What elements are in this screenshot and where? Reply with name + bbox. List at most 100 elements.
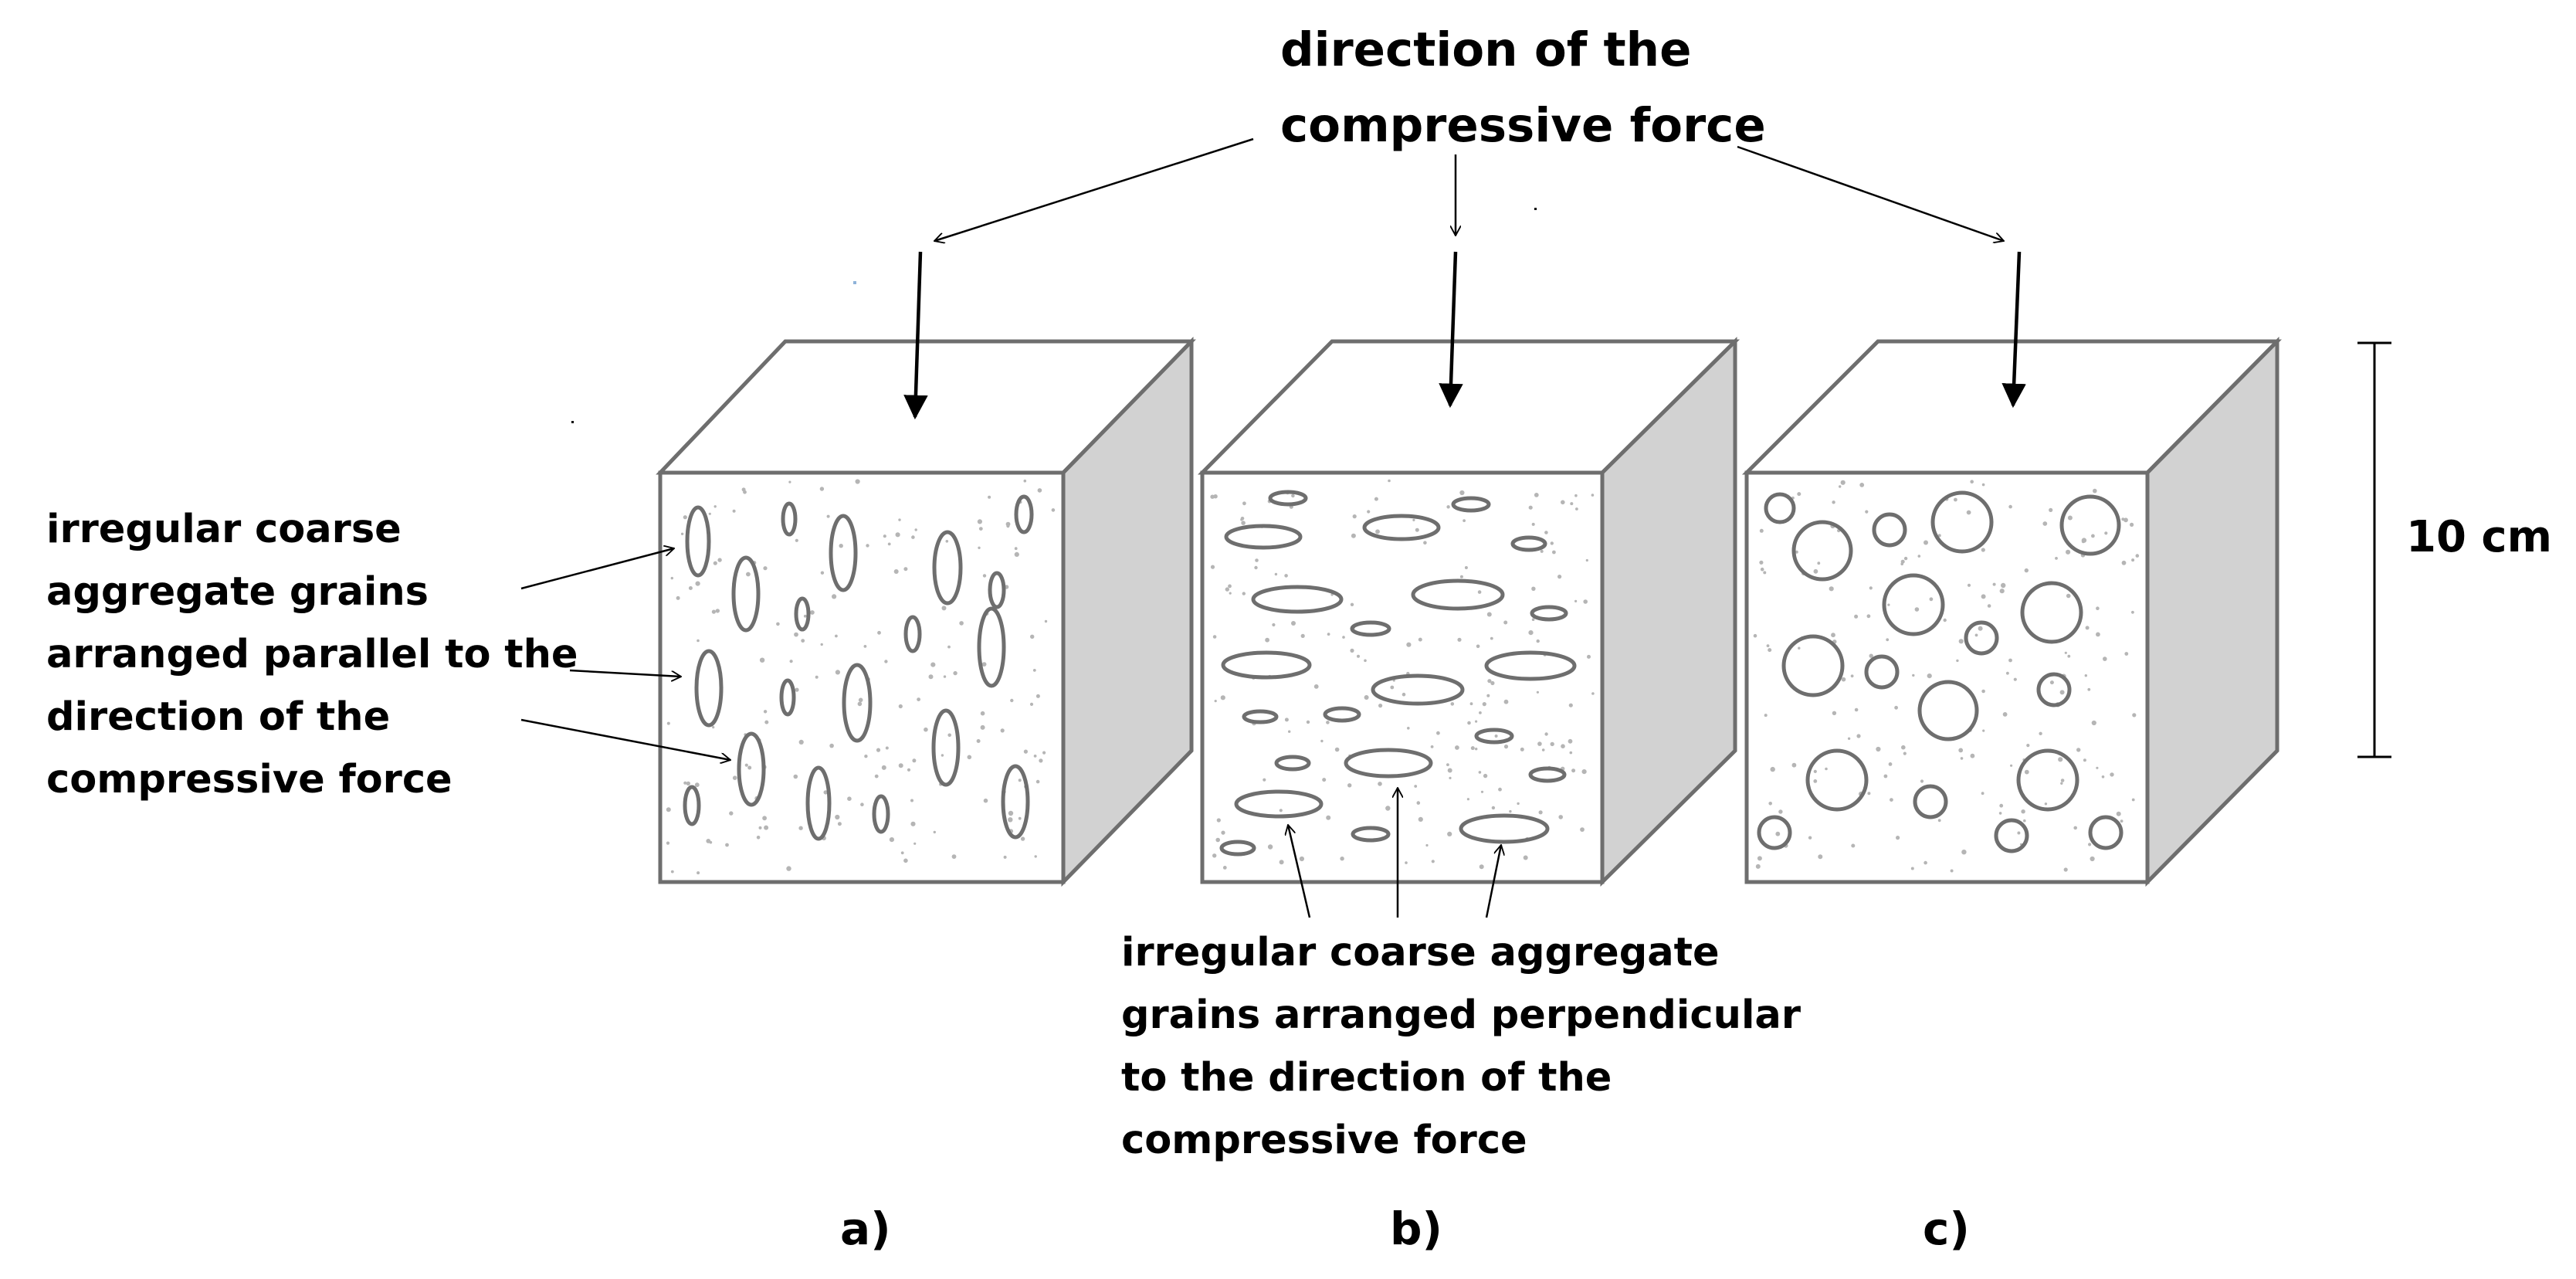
sand-speck bbox=[1813, 568, 1818, 574]
sand-speck bbox=[683, 515, 687, 520]
sand-speck bbox=[2060, 782, 2063, 785]
elongated-grain-horizontal bbox=[1351, 826, 1391, 843]
sand-speck bbox=[688, 586, 693, 590]
sand-speck bbox=[2013, 677, 2017, 681]
parallel-leader-3 bbox=[520, 718, 730, 760]
sand-speck bbox=[1030, 634, 1035, 639]
sand-speck bbox=[1039, 758, 1043, 763]
elongated-grain-vertical bbox=[1001, 764, 1030, 840]
left-annotation-line-2: aggregate grains bbox=[46, 569, 429, 615]
sand-speck bbox=[978, 546, 981, 549]
sand-speck bbox=[1284, 574, 1288, 578]
elongated-grain-vertical bbox=[842, 663, 873, 743]
sand-speck bbox=[1910, 867, 1914, 870]
sand-speck bbox=[1571, 768, 1576, 773]
sand-speck bbox=[1917, 555, 1921, 558]
cube-a-front-face bbox=[658, 470, 1066, 884]
sand-speck bbox=[1829, 586, 1834, 592]
elongated-grain-vertical bbox=[794, 596, 811, 632]
sand-speck bbox=[903, 567, 908, 572]
sand-speck bbox=[1216, 818, 1221, 823]
sand-speck bbox=[1340, 857, 1344, 861]
sand-speck bbox=[832, 594, 837, 599]
sand-speck bbox=[1215, 837, 1220, 843]
sand-speck bbox=[729, 811, 734, 816]
sand-speck bbox=[1832, 500, 1835, 504]
sand-speck bbox=[1469, 702, 1473, 706]
sand-speck bbox=[1477, 590, 1482, 594]
sand-speck bbox=[1225, 587, 1230, 592]
sand-speck bbox=[1886, 638, 1890, 642]
sand-speck bbox=[1808, 836, 1812, 840]
sand-speck bbox=[1010, 698, 1014, 703]
sand-speck bbox=[1222, 866, 1227, 870]
sand-speck bbox=[1859, 483, 1865, 487]
sand-speck bbox=[1342, 636, 1345, 639]
sand-speck bbox=[1537, 741, 1542, 746]
sand-speck bbox=[988, 495, 991, 499]
sand-speck bbox=[1581, 769, 1587, 775]
sand-speck bbox=[2096, 766, 2099, 769]
sand-speck bbox=[680, 532, 684, 535]
sand-speck bbox=[1388, 479, 1391, 483]
sand-speck bbox=[1924, 860, 1927, 865]
title-line-2: compressive force bbox=[1280, 98, 1766, 153]
sand-speck bbox=[2084, 674, 2087, 677]
sand-speck bbox=[951, 854, 957, 859]
round-grain bbox=[1872, 512, 1907, 548]
sand-speck bbox=[756, 836, 761, 840]
sand-speck bbox=[839, 544, 843, 548]
sand-speck bbox=[1937, 534, 1941, 538]
sand-speck bbox=[725, 843, 729, 847]
sand-speck bbox=[881, 765, 886, 770]
sand-speck bbox=[1958, 748, 1964, 753]
sand-speck bbox=[1876, 746, 1881, 752]
sand-speck bbox=[759, 657, 765, 663]
sand-speck bbox=[1029, 702, 1034, 707]
sand-speck bbox=[1364, 659, 1367, 663]
sand-speck bbox=[1478, 771, 1482, 774]
sand-speck bbox=[712, 726, 715, 729]
sand-speck bbox=[1447, 768, 1452, 773]
sand-speck bbox=[2067, 515, 2073, 521]
sand-speck bbox=[2103, 656, 2107, 661]
elongated-grain-vertical bbox=[731, 555, 761, 633]
round-grain bbox=[1917, 680, 1979, 741]
sand-speck bbox=[1974, 633, 1978, 637]
sand-speck bbox=[1587, 654, 1591, 659]
sand-speck bbox=[2042, 521, 2048, 526]
sand-speck bbox=[2049, 507, 2053, 513]
sand-speck bbox=[1023, 479, 1027, 483]
sand-speck bbox=[900, 851, 904, 855]
elongated-grain-vertical bbox=[683, 785, 701, 826]
sand-speck bbox=[1999, 589, 2005, 594]
elongated-grain-horizontal bbox=[1411, 578, 1505, 611]
sand-speck bbox=[683, 781, 687, 785]
sand-speck bbox=[826, 514, 830, 518]
elongated-grain-horizontal bbox=[1221, 650, 1312, 680]
sand-speck bbox=[959, 621, 964, 626]
sand-speck bbox=[864, 755, 868, 758]
elongated-grain-horizontal bbox=[1224, 524, 1303, 550]
sand-speck bbox=[1491, 806, 1496, 810]
sand-speck bbox=[855, 479, 860, 484]
round-grain bbox=[2016, 748, 2079, 812]
sand-speck bbox=[1464, 566, 1468, 569]
sand-speck bbox=[1425, 843, 1429, 847]
sand-speck bbox=[1494, 734, 1498, 738]
sand-speck bbox=[706, 839, 711, 843]
sand-speck bbox=[1300, 633, 1305, 639]
elongated-grain-horizontal bbox=[1451, 496, 1491, 513]
elongated-grain-horizontal bbox=[1219, 840, 1256, 857]
sand-speck bbox=[1486, 612, 1492, 617]
sand-speck bbox=[1851, 843, 1856, 848]
sand-speck bbox=[1764, 714, 1768, 718]
sand-speck bbox=[860, 802, 864, 806]
bottom-annotation-line-2: grains arranged perpendicular bbox=[1121, 992, 1801, 1038]
sand-speck bbox=[2066, 549, 2071, 555]
sand-speck bbox=[1014, 547, 1018, 551]
sand-speck bbox=[713, 505, 717, 508]
sand-speck bbox=[1992, 582, 1996, 586]
sand-speck bbox=[1503, 699, 1509, 704]
sand-speck bbox=[893, 569, 899, 574]
